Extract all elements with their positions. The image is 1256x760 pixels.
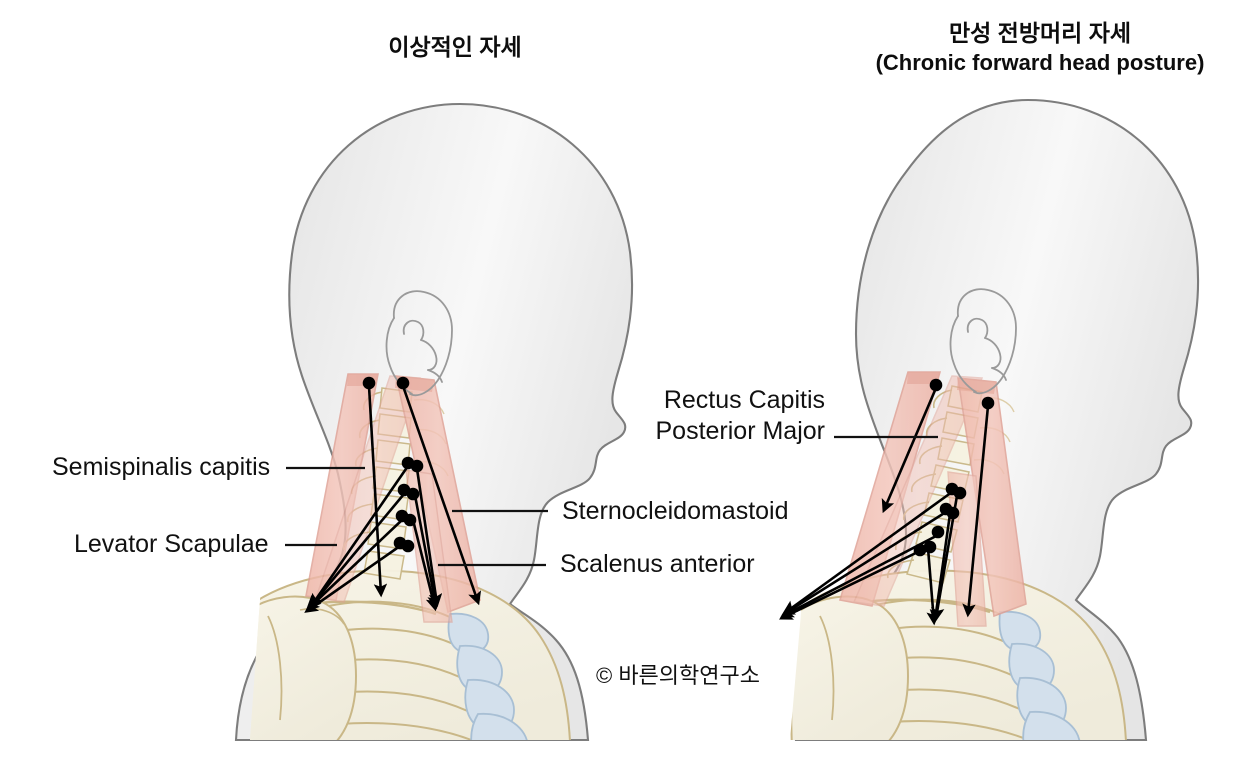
origin-dot — [953, 486, 967, 500]
origin-dot — [410, 459, 424, 473]
panel-right-forward-head — [778, 98, 1200, 742]
arrow-levator-r4 — [778, 548, 923, 620]
arrow-scalenus-1 — [414, 461, 443, 608]
origin-dot — [946, 506, 960, 520]
muscle-bands-left — [305, 373, 481, 623]
panel-right-title: 만성 전방머리 자세 (Chronic forward head posture… — [855, 18, 1225, 78]
copyright-notice: © 바른의학연구소 — [596, 663, 761, 688]
ear-right — [949, 288, 1017, 395]
origin-dot — [396, 376, 410, 390]
arrow-levator-1 — [310, 465, 410, 608]
origin-dot — [403, 513, 417, 527]
muscle-scm-right — [957, 377, 1027, 618]
origin-dot — [913, 543, 927, 557]
arrow-levator-r1 — [783, 490, 953, 614]
origin-dot — [401, 539, 415, 553]
label-rectus-capitis-posterior-major: Rectus Capitis Posterior Major — [650, 385, 826, 447]
muscle-force-arrows-left — [304, 385, 482, 613]
panel-right-title-ko: 만성 전방머리 자세 — [948, 20, 1132, 46]
muscle-origin-dots-left — [362, 376, 424, 553]
leader-lines-left — [285, 466, 548, 567]
muscle-origin-dots-right — [913, 378, 995, 557]
arrow-scalenus-r3 — [926, 547, 940, 626]
arrow-scalenus-3 — [410, 515, 440, 612]
label-levator-scapulae: Levator Scapulae — [74, 530, 269, 558]
arrow-scalenus-2 — [412, 489, 441, 610]
muscle-force-arrows-right — [778, 387, 990, 626]
label-scalenus-anterior: Scalenus anterior — [560, 550, 755, 578]
arrow-levator-4 — [304, 544, 401, 613]
panel-right-title-en: (Chronic forward head posture) — [875, 50, 1205, 75]
label-semispinalis-capitis: Semispinalis capitis — [52, 453, 271, 481]
origin-dot — [406, 487, 420, 501]
origin-dot — [981, 396, 995, 410]
arrow-levator-r3 — [780, 533, 939, 618]
panel-left-title-ko: 이상적인 자세 — [388, 34, 522, 60]
arrow-scalenus-r2 — [929, 513, 952, 624]
label-rectus-line1: Rectus Capitis — [663, 386, 825, 414]
origin-dot — [923, 540, 937, 554]
label-rectus-line2: Posterior Major — [655, 417, 826, 445]
panel-left-title: 이상적인 자세 — [300, 32, 610, 62]
arrow-levator-2 — [307, 493, 405, 610]
panel-left-ideal-posture — [234, 102, 634, 742]
origin-dot — [931, 525, 945, 539]
label-sternocleidomastoid: Sternocleidomastoid — [562, 497, 789, 525]
origin-dot — [362, 376, 376, 390]
arrow-scm-right — [962, 405, 990, 618]
origin-dot — [929, 378, 943, 392]
arrow-semispinalis-right — [881, 387, 938, 514]
arrow-levator-r2 — [781, 510, 947, 616]
arrow-levator-3 — [305, 519, 403, 612]
